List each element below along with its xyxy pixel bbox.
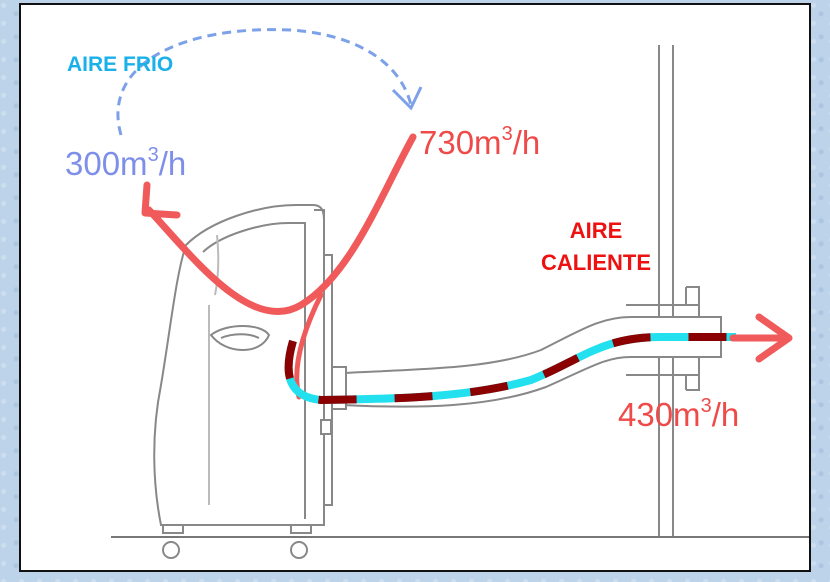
cold-flow-unit: /h [158, 145, 187, 182]
exhaust-flow-exponent: 3 [700, 395, 712, 417]
cold-air-label: AIRE FRIO [67, 53, 174, 76]
wheels [162, 524, 312, 559]
exhaust-duct [342, 316, 722, 408]
duct-flow-cyan [284, 333, 736, 405]
total-flow-value: 730m [419, 124, 502, 161]
total-flow-unit: /h [512, 124, 541, 161]
total-air-arrowhead [141, 181, 181, 219]
total-air-arrow [145, 133, 417, 315]
wall [658, 45, 674, 537]
hot-air-label-line2: CALIENTE [541, 250, 651, 275]
cold-flow-rate: 300m3/h [65, 144, 187, 183]
diagram-svg [111, 28, 809, 559]
cold-air-arc-arrowhead [391, 86, 423, 111]
ac-unit [153, 204, 333, 526]
diagram-panel: AIRE FRIO AIRE CALIENTE 300m3/h 730m3/h … [19, 3, 811, 572]
exhaust-flow-rate: 430m3/h [618, 395, 740, 434]
cold-air-dashed-arc [116, 28, 413, 136]
total-flow-rate: 730m3/h [419, 123, 541, 162]
cold-flow-value: 300m [65, 145, 148, 182]
cold-flow-exponent: 3 [147, 144, 159, 166]
total-flow-exponent: 3 [501, 123, 513, 145]
hot-air-label-line1: AIRE [569, 218, 623, 243]
exhaust-flow-unit: /h [711, 396, 740, 433]
exhaust-arrowhead [755, 313, 793, 363]
hot-air-label: AIRE CALIENTE [476, 215, 716, 279]
exhaust-flow-value: 430m [618, 396, 701, 433]
